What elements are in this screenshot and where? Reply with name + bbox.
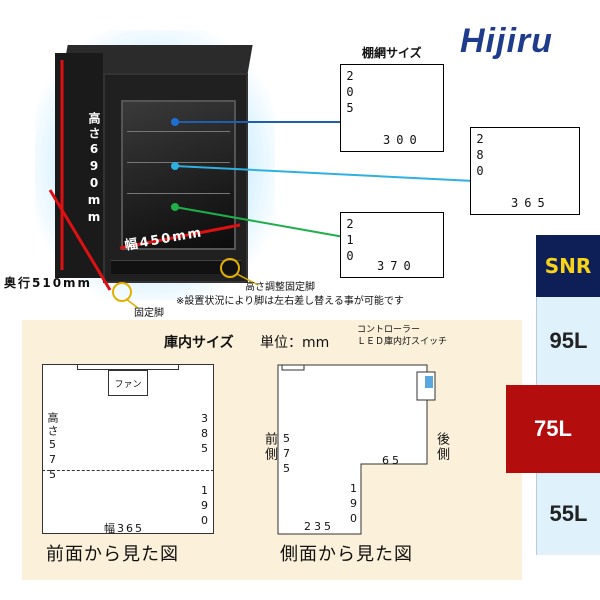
unit-label: 単位：mm bbox=[260, 335, 330, 351]
shelf-3-height: 210 bbox=[343, 217, 357, 265]
snr-header: SNR bbox=[536, 235, 600, 297]
capacity-option-55[interactable]: 55L bbox=[536, 473, 600, 555]
side-view-caption: 側面から見た図 bbox=[280, 544, 413, 565]
side-back-label: 後側 bbox=[434, 432, 449, 462]
front-width: 幅365 bbox=[104, 522, 144, 535]
shelf-3-width: 370 bbox=[377, 259, 417, 273]
capacity-option-95[interactable]: 95L bbox=[536, 297, 600, 385]
shelf-2-height: 280 bbox=[473, 132, 487, 180]
side-view-diagram bbox=[277, 364, 436, 535]
side-height-total: 575 bbox=[280, 432, 293, 477]
side-front-label: 前側 bbox=[262, 432, 277, 462]
interior-title: 庫内サイズ bbox=[164, 335, 234, 351]
shelf-box-1: 205 300 bbox=[340, 64, 444, 152]
front-view-caption: 前面から見た図 bbox=[46, 544, 179, 565]
height-label: 高さ690mm bbox=[87, 112, 101, 227]
controller-label: コントローラー ＬＥＤ庫内灯スイッチ bbox=[357, 325, 448, 347]
brand-logo: Hijiru bbox=[460, 22, 553, 60]
snr-capacity-selector: SNR 95L 75L 55L bbox=[506, 235, 600, 555]
shelf-size-title: 棚網サイズ bbox=[362, 46, 422, 60]
front-height-upper: 385 bbox=[198, 412, 211, 457]
shelf-box-3: 210 370 bbox=[340, 212, 444, 278]
depth-label: 奥行510mm bbox=[4, 276, 93, 290]
adjust-foot-label: 高さ調整固定脚 bbox=[245, 282, 315, 293]
side-step-height: 190 bbox=[347, 482, 360, 527]
shelf-box-2: 280 365 bbox=[470, 127, 580, 215]
install-note: ※設置状況により脚は左右差し替える事が可能です bbox=[176, 296, 404, 307]
interior-size-panel: 庫内サイズ 単位：mm コントローラー ＬＥＤ庫内灯スイッチ ファン 高さ575… bbox=[22, 320, 522, 580]
side-bottom-width: 235 bbox=[304, 520, 334, 533]
capacity-option-75[interactable]: 75L bbox=[506, 385, 600, 473]
fixed-foot-label: 固定脚 bbox=[134, 308, 164, 319]
shelf-1-height: 205 bbox=[343, 69, 357, 117]
side-step-width: 65 bbox=[382, 454, 402, 467]
front-height-total: 高さ575 bbox=[46, 412, 59, 483]
shelf-2-width: 365 bbox=[511, 196, 551, 210]
dimension-lines bbox=[48, 60, 475, 309]
shelf-1-width: 300 bbox=[383, 133, 423, 147]
front-height-lower: 190 bbox=[198, 484, 211, 529]
fan-box: ファン bbox=[108, 370, 148, 396]
fridge-glass-door bbox=[121, 100, 236, 250]
